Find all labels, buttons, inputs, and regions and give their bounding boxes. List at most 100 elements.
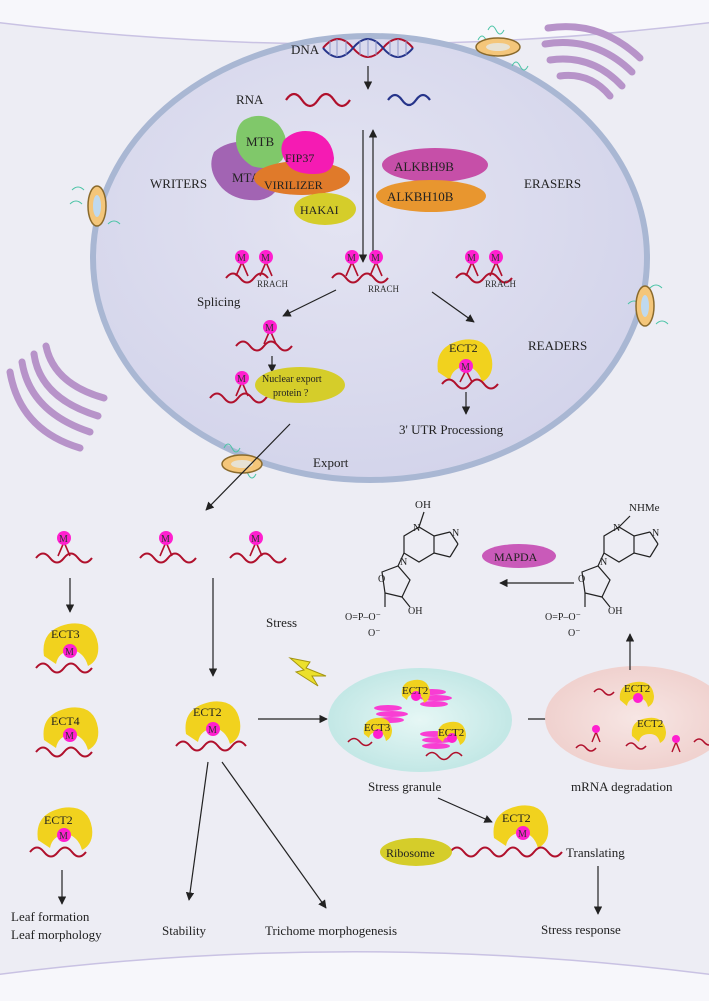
n-label-3: N (600, 557, 607, 568)
readers-label: READERS (528, 338, 587, 353)
svg-text:M: M (65, 647, 74, 658)
sg-ect2-label-1: ECT2 (402, 685, 428, 697)
ribosome-label: Ribosome (386, 846, 435, 860)
deg-ect2-label-1: ECT2 (624, 683, 650, 695)
svg-text:M: M (261, 253, 270, 264)
n-label-4: N (413, 523, 420, 534)
dna-double-helix (322, 38, 414, 58)
arrow-to-trichome (221, 761, 327, 909)
sg-ect2-label-2: ECT2 (438, 727, 464, 739)
stress-granule-label: Stress granule (368, 779, 442, 794)
dna-label: DNA (291, 42, 320, 57)
ribosome (380, 838, 452, 866)
nuclear-pore-top (475, 25, 529, 71)
svg-text:M: M (208, 725, 217, 736)
svg-text:M: M (518, 829, 527, 840)
leaf-morphology-label: Leaf morphology (11, 927, 102, 942)
svg-text:M: M (59, 831, 68, 842)
svg-text:M: M (161, 534, 170, 545)
translating-label: Translating (566, 845, 625, 860)
oh-label-2: OH (415, 499, 431, 511)
splicing-label: Splicing (197, 294, 241, 309)
golgi-apparatus-top (541, 23, 644, 100)
lightning-icon (288, 657, 327, 687)
svg-text:M: M (65, 731, 74, 742)
svg-text:M: M (59, 534, 68, 545)
alkbh9b-label: ALKBH9B (394, 159, 454, 174)
oh-label-1: OH (608, 606, 622, 617)
erasers-label: ERASERS (524, 176, 581, 191)
rna-strand-red (285, 92, 351, 108)
leaf-formation-label: Leaf formation (11, 909, 90, 924)
ect2-label-nucleus: ECT2 (449, 341, 478, 355)
writers-label: WRITERS (150, 176, 207, 191)
ect2-label-left: ECT2 (44, 813, 73, 827)
ect4-reader: M (35, 707, 99, 758)
stability-label: Stability (162, 923, 207, 938)
cytoplasm-rna-1: M (35, 531, 93, 564)
nuclear-pore-right (627, 284, 669, 327)
n6-methyl-amp-structure (581, 515, 659, 608)
mrna-degradation-area (545, 666, 709, 770)
ect3-label: ECT3 (51, 627, 80, 641)
sg-ect3-label: ECT3 (364, 722, 391, 734)
trichome-label: Trichome morphogenesis (265, 923, 397, 938)
svg-text:M: M (265, 323, 274, 334)
cytoplasm-rna-2: M (139, 531, 197, 564)
o-label-1: O (578, 574, 585, 585)
arrow-to-stability (185, 761, 209, 901)
nuclear-export-label-2: protein ? (273, 388, 309, 399)
svg-text:M: M (467, 253, 476, 264)
svg-text:M: M (491, 253, 500, 264)
cytoplasm-rna-3: M (229, 531, 287, 564)
mtb-protein (236, 115, 287, 168)
ect4-label: ECT4 (51, 714, 80, 728)
oh-label-3: OH (408, 606, 422, 617)
stress-granule-contents (347, 679, 466, 761)
deg-ect2-label-2: ECT2 (637, 718, 663, 730)
virilizer-label: VIRILIZER (264, 178, 323, 192)
methylated-rna-center: M M (331, 250, 389, 284)
hakai-label: HAKAI (300, 203, 339, 217)
nuclear-export-label-1: Nuclear export (262, 374, 322, 385)
rna-strand-blue (387, 93, 431, 107)
mrna-degradation-label: mRNA degradation (571, 779, 673, 794)
mta-label: MTA (232, 170, 260, 185)
n-label-5: N (452, 528, 459, 539)
svg-text:M: M (347, 253, 356, 264)
arrow-to-translating (437, 797, 493, 823)
mapda-label: MAPDA (494, 550, 538, 564)
export-label: Export (313, 455, 349, 470)
imp-structure (381, 511, 459, 608)
arrow-to-readers (431, 291, 475, 323)
mtb-label: MTB (246, 134, 275, 149)
rna-label: RNA (236, 92, 264, 107)
degradation-contents (575, 681, 709, 753)
svg-text:M: M (237, 253, 246, 264)
n-label-1: N (613, 523, 620, 534)
phosphate-label-2: O=P–O⁻ (345, 612, 381, 623)
fip37-label: FIP37 (285, 151, 314, 165)
methylated-rna-left: M M (225, 250, 273, 284)
stress-response-label: Stress response (541, 922, 621, 937)
alkbh9b-protein (382, 148, 488, 182)
arrow-to-splicing-path (282, 289, 337, 317)
nhme-label: NHMe (629, 502, 660, 514)
ect2-reader-left: M (29, 807, 93, 858)
o-minus-label-2: O⁻ (368, 628, 381, 639)
rrach-label-center: RRACH (368, 284, 400, 294)
fip37-protein (281, 131, 334, 174)
rrach-label-left: RRACH (257, 279, 289, 289)
stress-label: Stress (266, 615, 297, 630)
ect2-label-center: ECT2 (193, 705, 222, 719)
outside-bottom (0, 952, 709, 1001)
ect2-reader-nucleus: M (437, 339, 499, 390)
o-label-2: O (378, 574, 385, 585)
n-label-2: N (652, 528, 659, 539)
svg-text:M: M (237, 374, 246, 385)
rrach-label-right: RRACH (485, 279, 517, 289)
alkbh10b-protein (376, 180, 486, 212)
outside-top (0, 0, 709, 44)
phosphate-label-1: O=P–O⁻ (545, 612, 581, 623)
